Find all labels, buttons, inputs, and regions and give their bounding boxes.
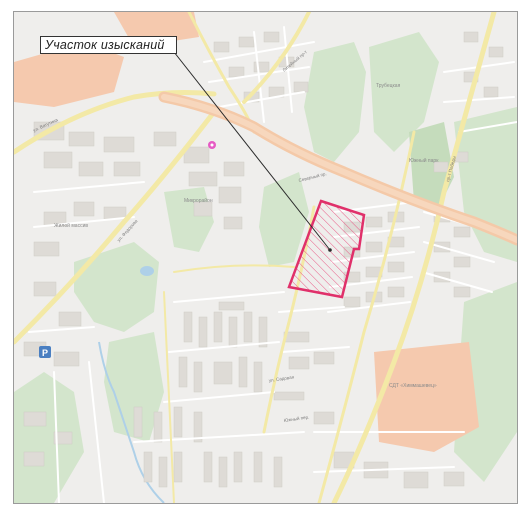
green-areas (14, 32, 517, 503)
survey-site-polygon (287, 199, 366, 299)
place-label: Южный парк (409, 157, 439, 164)
road-label: ул. Садовая (268, 374, 294, 383)
survey-site-callout-text: Участок изысканий (45, 38, 165, 52)
callout-leader-line (173, 51, 331, 251)
road-label: Южный пер. (283, 413, 309, 423)
place-label: Трубецкая (376, 83, 401, 89)
site-location-map: P Трубецкая Южный парк Жилой массив Микр… (14, 12, 517, 503)
main-road (158, 91, 517, 246)
road-label: пр-т Победы (445, 156, 457, 183)
place-label: Жилой массив (54, 222, 88, 229)
survey-site (287, 199, 366, 299)
industrial-zones (14, 12, 479, 452)
callout-anchor-dot (328, 248, 332, 252)
building-blocks (23, 31, 504, 489)
survey-site-callout-label: Участок изысканий (40, 36, 177, 54)
place-label: Микрорайон (184, 197, 213, 204)
minor-streets (28, 26, 517, 503)
poi-marker-icon (208, 141, 216, 149)
secondary-roads (14, 12, 497, 503)
place-label: СДТ «Химмашевец» (389, 383, 437, 389)
parking-icon: P (39, 346, 51, 358)
map-frame: P Трубецкая Южный парк Жилой массив Микр… (13, 11, 518, 504)
parking-label: P (42, 348, 48, 358)
